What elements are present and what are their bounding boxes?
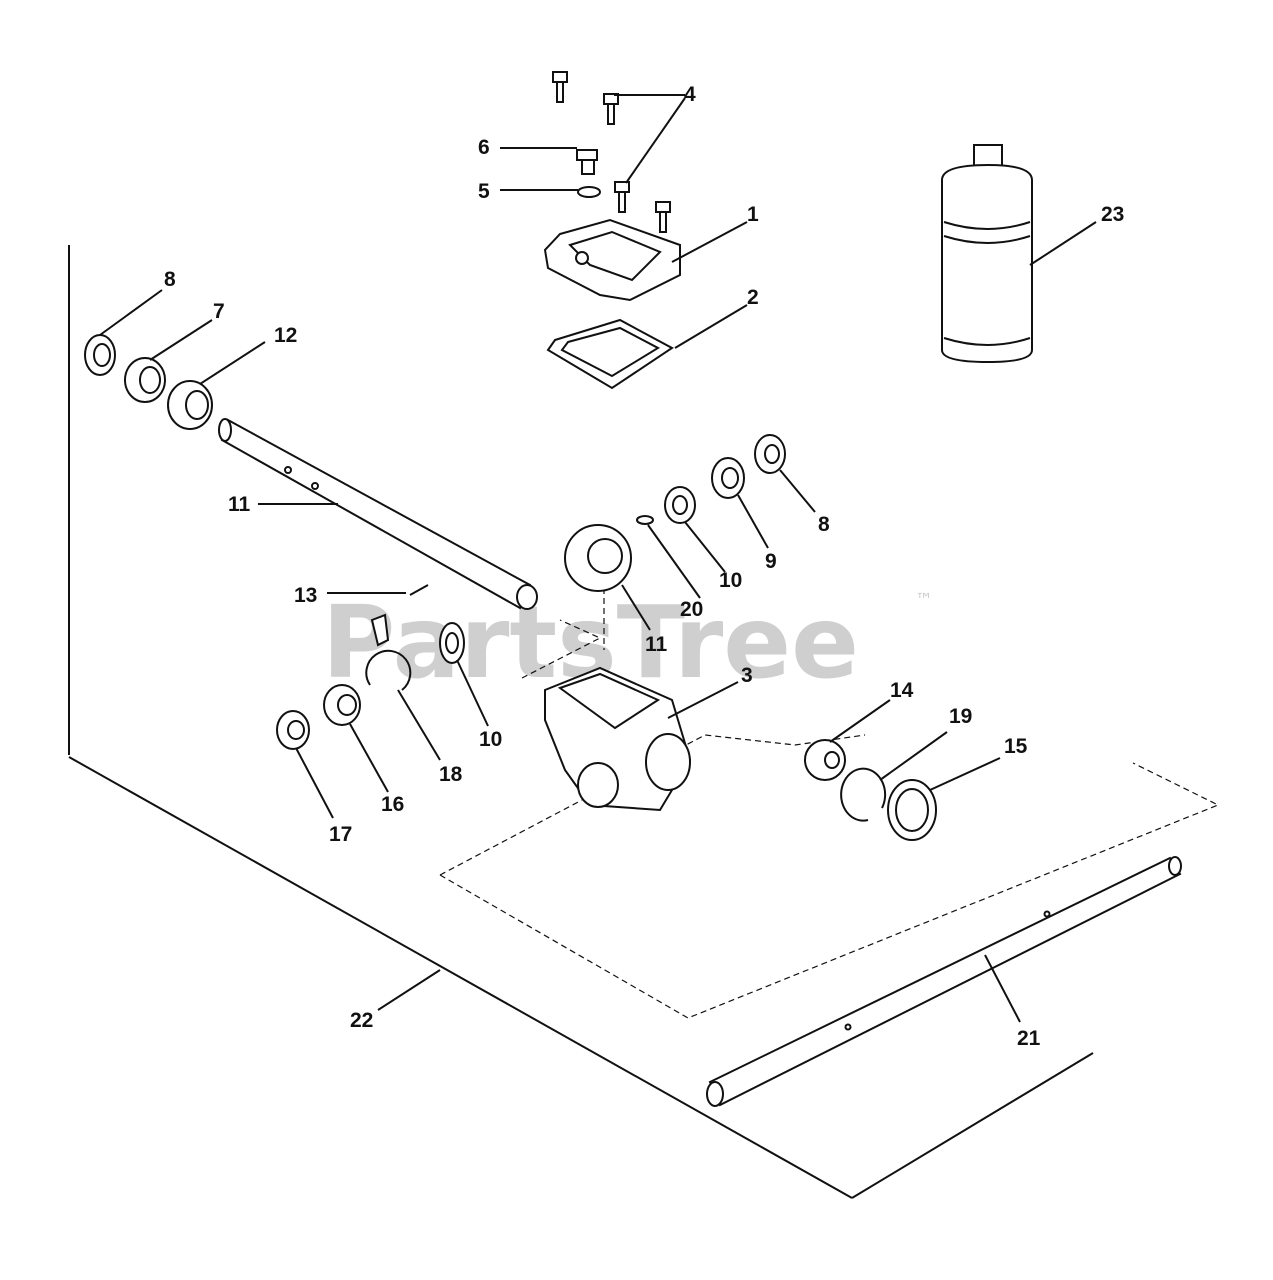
callout-4: 4	[684, 83, 696, 106]
left-bearing-set	[84, 334, 213, 430]
axle-shaft	[706, 856, 1182, 1107]
drive-shaft	[218, 418, 538, 610]
callout-3: 3	[741, 664, 753, 687]
callout-21: 21	[1017, 1027, 1041, 1050]
callout-13: 13	[294, 584, 317, 607]
gasket	[546, 318, 674, 390]
callout-labels: 1 2 3 4 5 6 7 8 8 9 10 10 11 11 12 13 14…	[164, 83, 1124, 1050]
gear-case-cover	[543, 218, 681, 302]
callout-10-upper: 10	[719, 569, 742, 592]
callout-15: 15	[1004, 735, 1028, 758]
callout-8-right: 8	[818, 513, 830, 536]
callout-5: 5	[478, 180, 490, 203]
bolt-parts	[552, 71, 671, 233]
callout-10-lower: 10	[479, 728, 502, 751]
callout-6: 6	[478, 136, 490, 159]
gear-housing	[544, 666, 692, 812]
callout-7: 7	[213, 300, 225, 323]
small-parts-left	[276, 584, 465, 750]
small-parts-right	[804, 739, 937, 841]
callout-11-shaft: 11	[228, 493, 251, 516]
callout-14: 14	[890, 679, 914, 702]
right-bearing-set	[636, 434, 786, 525]
callout-22: 22	[350, 1009, 373, 1032]
callout-11-gear: 11	[645, 633, 668, 656]
trademark-symbol: ™	[915, 590, 933, 611]
worm-gear	[564, 524, 632, 592]
callout-1: 1	[747, 203, 759, 226]
callout-12: 12	[274, 324, 297, 347]
callout-2: 2	[747, 286, 759, 309]
plug-and-oring	[576, 149, 601, 198]
callout-20: 20	[680, 598, 703, 621]
callout-9: 9	[765, 550, 777, 573]
callout-16: 16	[381, 793, 404, 816]
callout-19: 19	[949, 705, 972, 728]
callout-18: 18	[439, 763, 463, 786]
callout-23: 23	[1101, 203, 1124, 226]
frame-outline	[68, 245, 1094, 1199]
callout-17: 17	[329, 823, 352, 846]
callout-8-left: 8	[164, 268, 176, 291]
oil-bottle	[941, 144, 1033, 364]
leader-lines	[99, 94, 1097, 1023]
